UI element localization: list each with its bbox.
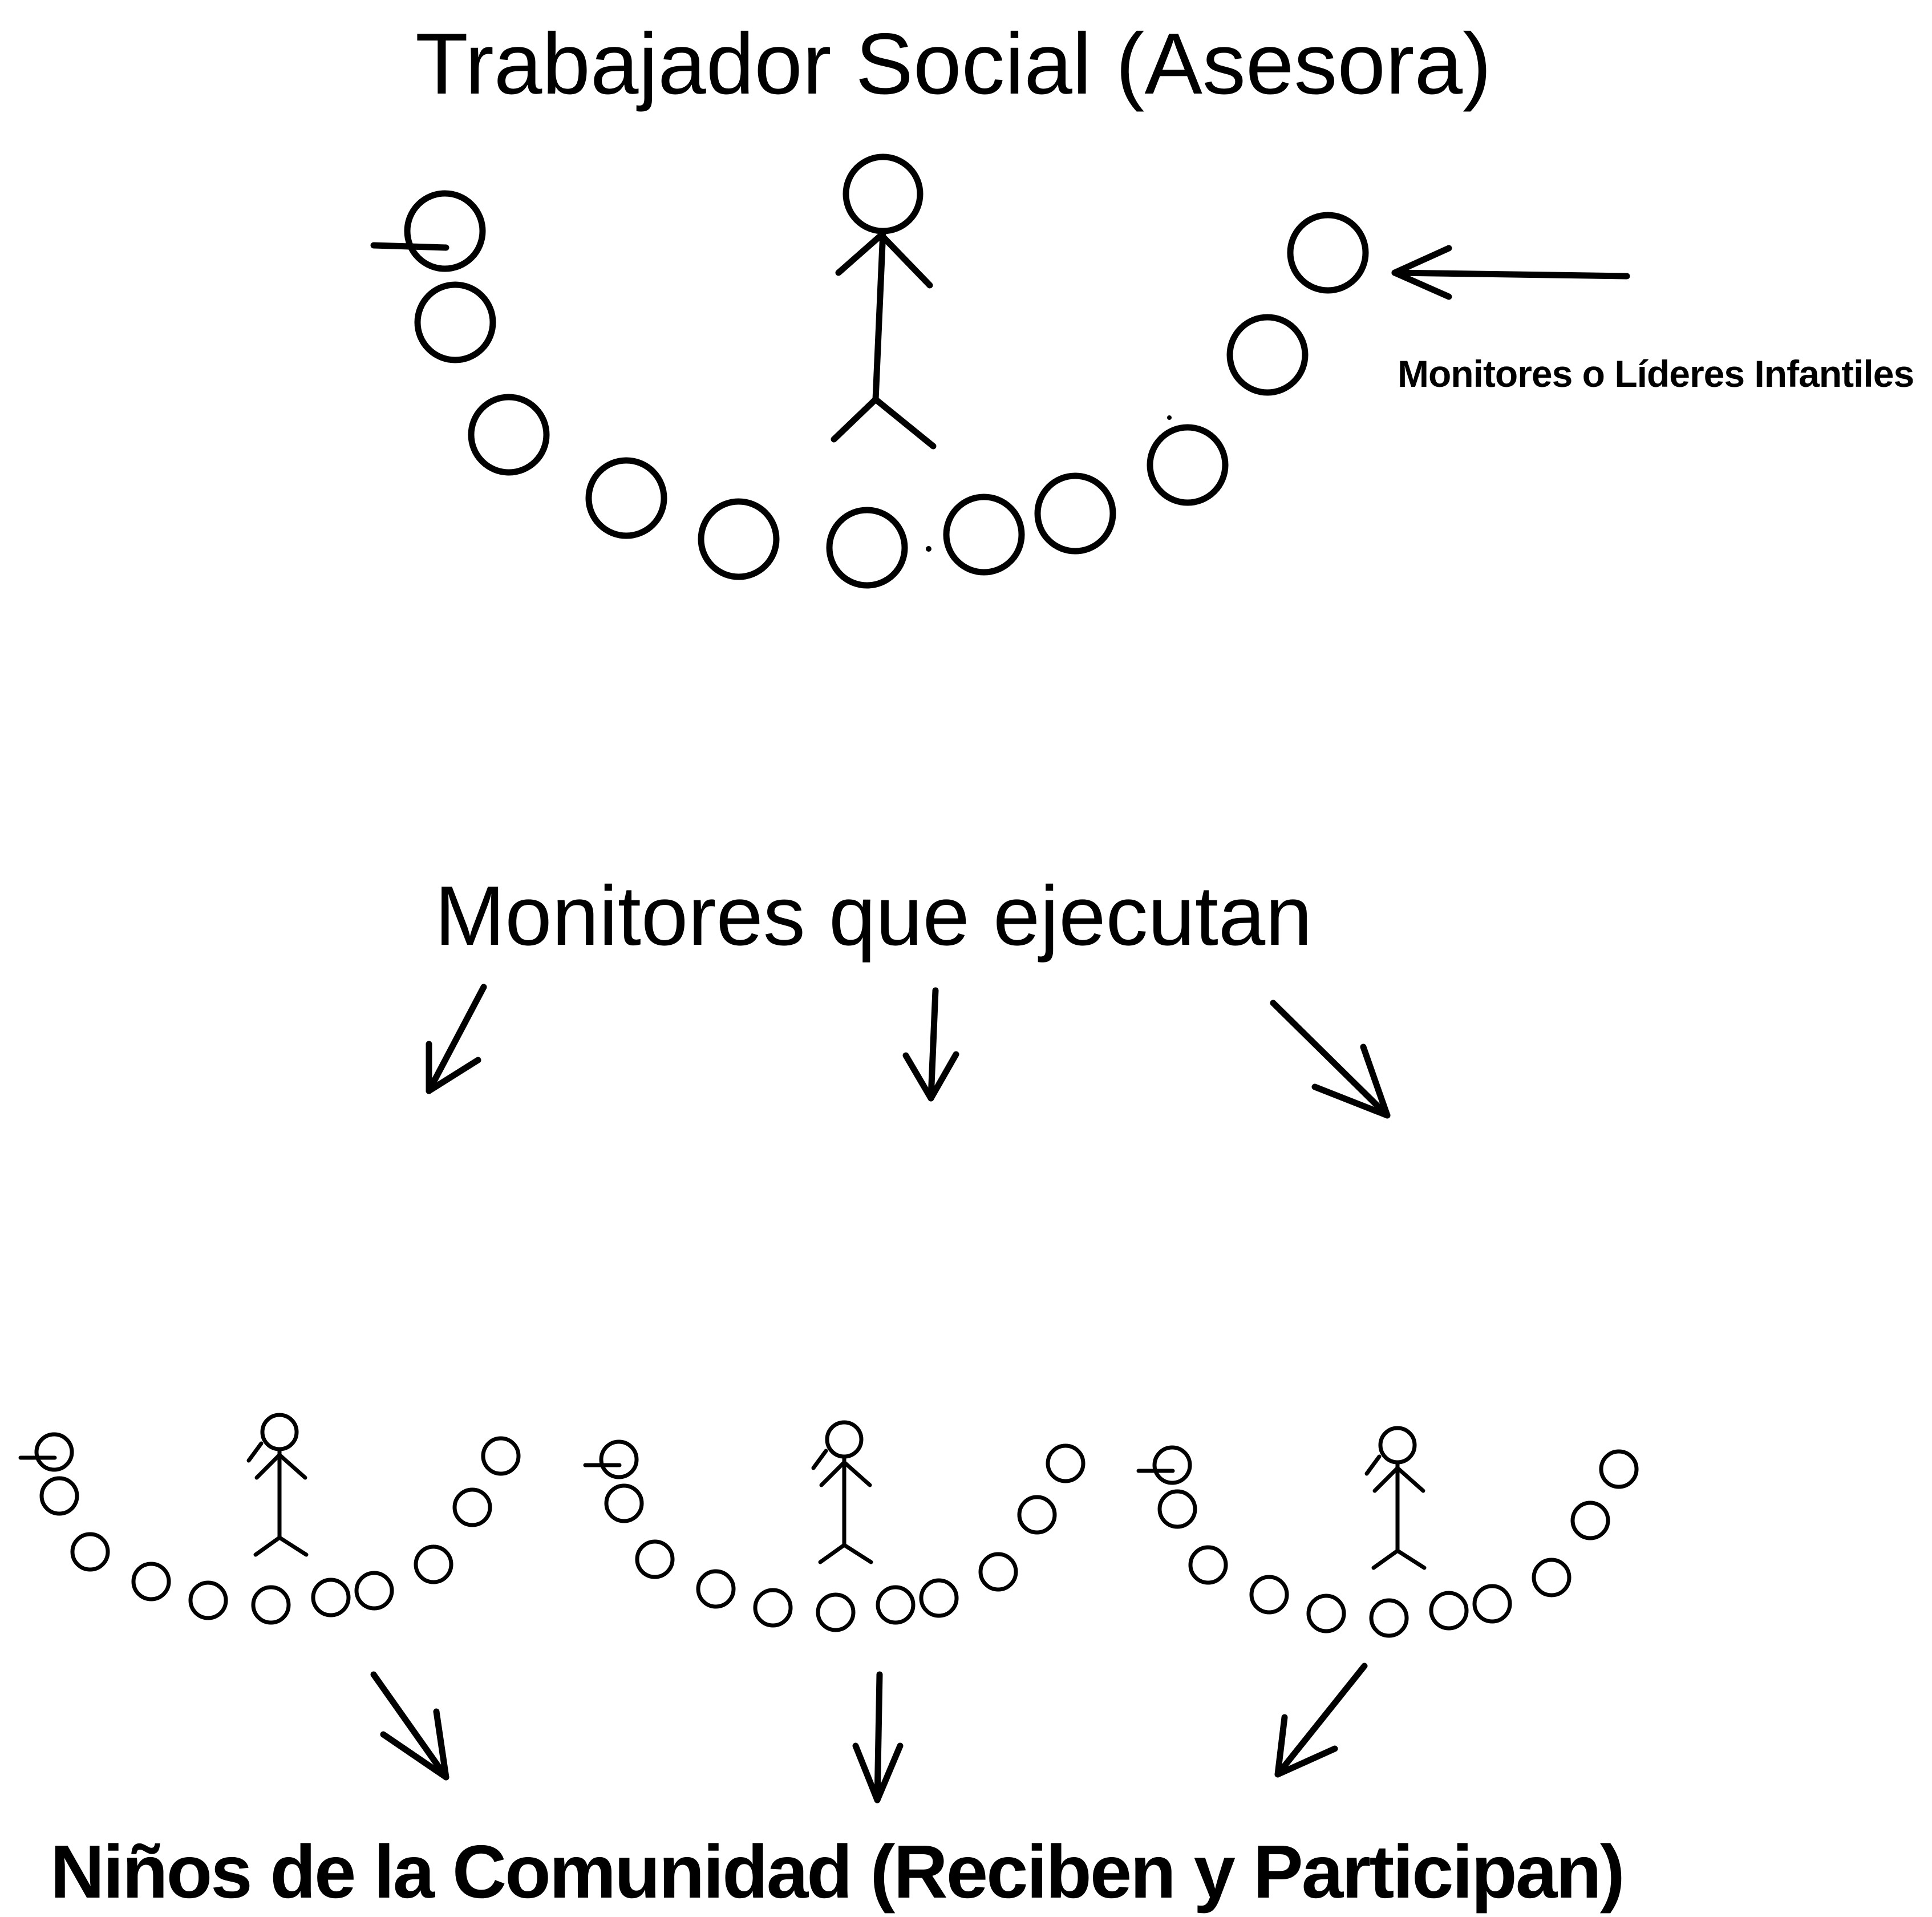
distribution-arrows bbox=[426, 984, 1391, 1119]
figure-legs bbox=[831, 396, 937, 450]
monitor-circle bbox=[585, 457, 667, 539]
monitor-group-left bbox=[21, 1415, 519, 1623]
monitor-circle bbox=[414, 281, 496, 363]
monitor-circle bbox=[468, 394, 550, 476]
stray-dot bbox=[926, 546, 931, 552]
figure-body bbox=[872, 228, 886, 403]
monitor-circle-leader bbox=[404, 190, 486, 272]
advisor-group-large bbox=[370, 153, 1630, 589]
community-children-label: Niños de la Comunidad (Reciben y Partici… bbox=[50, 1830, 1625, 1914]
figure-arms bbox=[835, 232, 933, 289]
monitor-circle bbox=[1147, 424, 1229, 506]
convergence-arrows bbox=[370, 1663, 1368, 1803]
monitor-group-right bbox=[1139, 1428, 1637, 1636]
social-worker-title: Trabajador Social (Asesora) bbox=[415, 15, 1492, 112]
arrow-to-children-left bbox=[370, 1671, 449, 1781]
monitor-circle bbox=[943, 494, 1025, 576]
arrow-to-children-center bbox=[852, 1671, 904, 1803]
monitor-circle bbox=[1287, 212, 1369, 294]
pointer-arrow bbox=[1391, 245, 1630, 300]
arrow-down-right bbox=[1270, 1000, 1391, 1119]
stray-dot bbox=[1167, 415, 1172, 420]
monitor-circle bbox=[1226, 314, 1309, 396]
monitor-circle bbox=[826, 507, 908, 589]
executing-monitors-label: Monitores que ejecutan bbox=[435, 869, 1313, 963]
figure-head bbox=[843, 153, 924, 234]
monitor-group-center bbox=[585, 1422, 1083, 1630]
social-worker-figure bbox=[831, 153, 937, 450]
arrow-to-children-right bbox=[1274, 1663, 1368, 1778]
monitor-circle bbox=[698, 498, 780, 580]
monitor-circles bbox=[370, 190, 1369, 589]
leader-mark bbox=[370, 242, 449, 251]
arrow-down-left bbox=[426, 984, 487, 1094]
monitor-circle bbox=[1034, 472, 1116, 555]
monitors-leaders-label: Monitores o Líderes Infantiles bbox=[1398, 353, 1914, 395]
arrow-down-center bbox=[902, 987, 959, 1102]
